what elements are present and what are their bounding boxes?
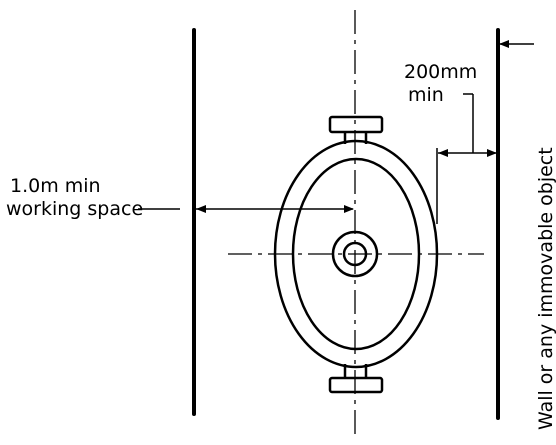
clearance-arrow-right: [487, 149, 497, 157]
working-space-arrow-left: [196, 205, 206, 213]
wall-leader-arrow: [499, 40, 509, 48]
working-space-label-line1: 1.0m min: [10, 175, 101, 197]
central-port-inner: [342, 241, 368, 267]
wall-caption: Wall or any immovable object: [535, 147, 556, 430]
clearance-label-line1: 200mm: [404, 61, 477, 83]
vessel-inner-shell: [291, 157, 421, 351]
clearance-arrow-left: [438, 149, 448, 157]
working-space-label-line2: working space: [6, 198, 143, 220]
clearance-label-line2: min: [408, 84, 444, 106]
central-port-outer: [331, 230, 379, 278]
vessel-outer-shell: [273, 139, 439, 369]
